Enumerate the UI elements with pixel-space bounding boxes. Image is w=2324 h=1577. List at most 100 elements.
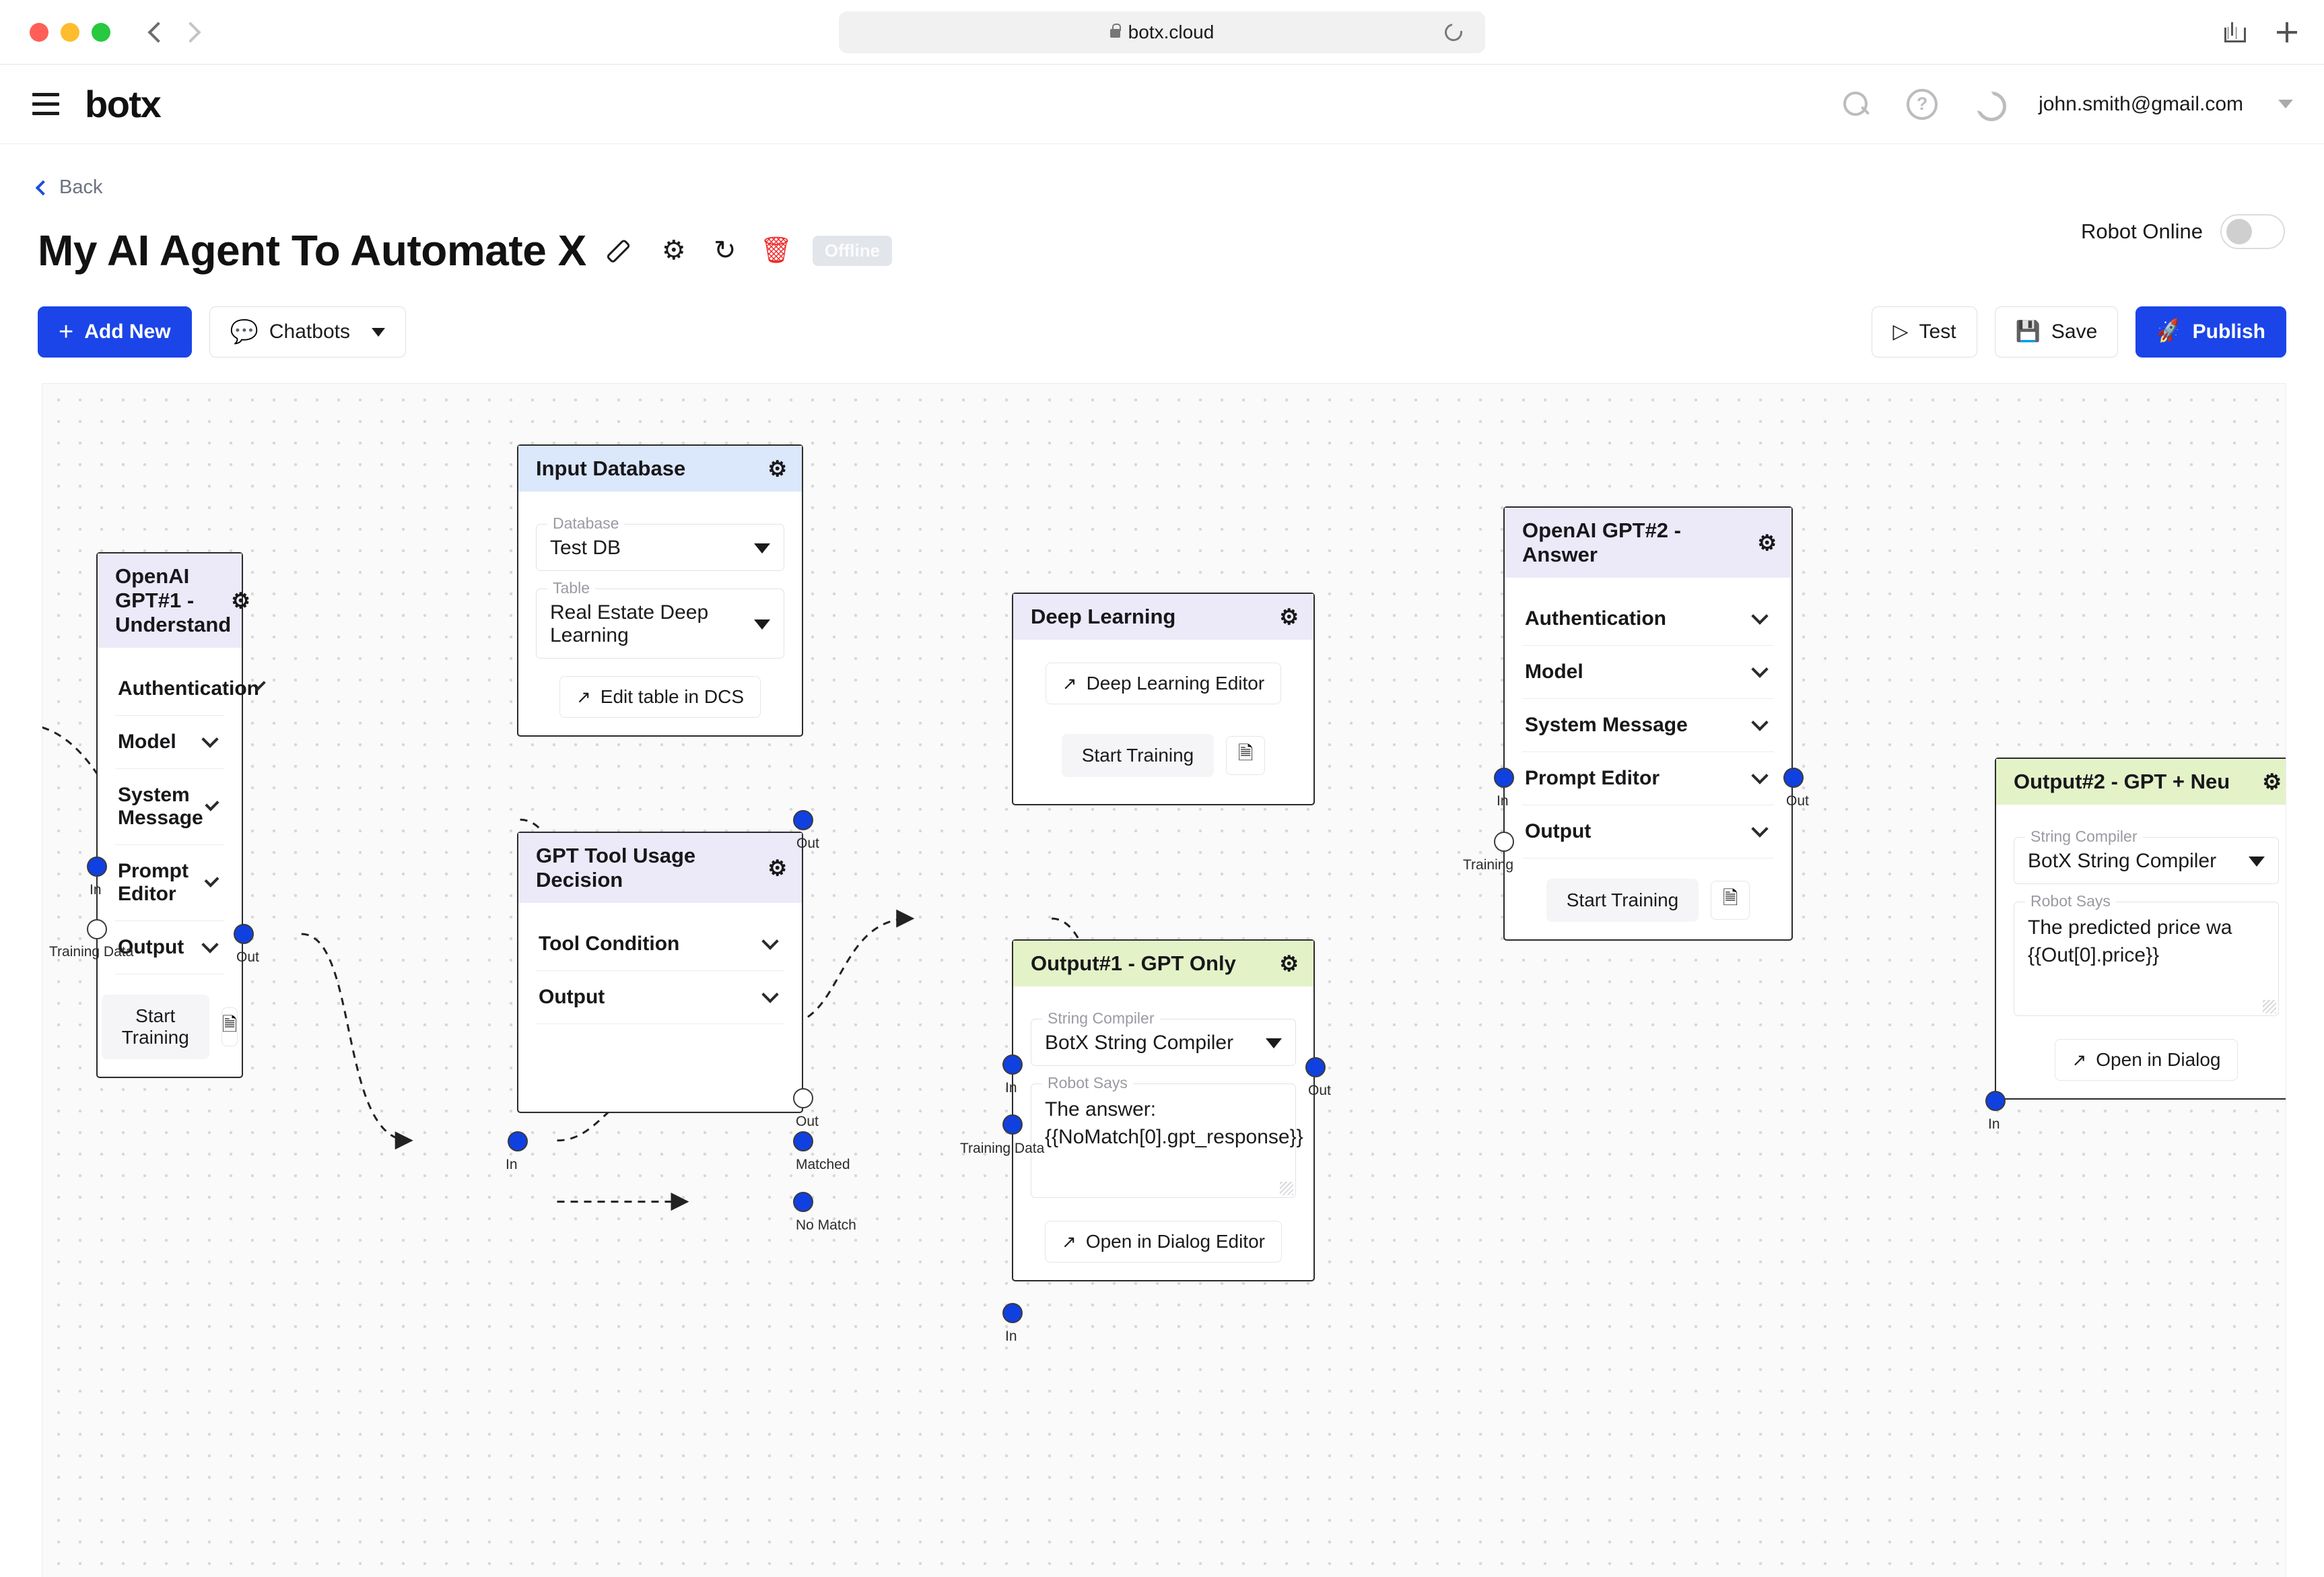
reload-icon[interactable] [1441,20,1466,44]
database-select[interactable]: Database Test DB [536,514,784,571]
search-icon[interactable] [1841,89,1872,120]
back-link[interactable]: Back [35,176,2286,199]
brand-logo[interactable]: botx [85,83,162,125]
output2-open-dialog-editor-button[interactable]: ↗ Open in Dialog [2055,1039,2238,1081]
url-text: botx.cloud [1128,21,1215,42]
gpt2-port-training[interactable] [1494,832,1514,852]
publish-button[interactable]: 🚀 Publish [2135,306,2286,358]
gpt2-section-output[interactable]: Output [1522,805,1774,859]
chatbots-dropdown[interactable]: 💬 Chatbots [209,306,406,358]
deep-learning-editor-button[interactable]: ↗ Deep Learning Editor [1045,663,1282,704]
gpt2-section-model[interactable]: Model [1522,646,1774,699]
gear-icon[interactable]: ⚙ [1757,531,1777,555]
table-select[interactable]: Table Real Estate Deep Learning [536,579,784,659]
gear-icon[interactable]: ⚙ [231,589,250,613]
back-label: Back [59,176,103,198]
gpt2-section-prompt-editor[interactable]: Prompt Editor [1522,752,1774,805]
gear-icon[interactable]: ⚙ [1279,951,1299,976]
document-icon[interactable]: 🗎 [221,1007,238,1046]
gpt1-start-training-button[interactable]: Start Training [101,995,209,1059]
gpt2-start-training-button[interactable]: Start Training [1546,879,1699,922]
tool-decision-section-output[interactable]: Output [536,971,784,1024]
gear-icon[interactable]: ⚙ [2262,770,2282,794]
browser-nav[interactable] [147,21,201,43]
gpt1-section-system-message[interactable]: System Message [115,769,224,845]
resize-handle[interactable] [2263,1000,2276,1013]
node-input-database[interactable]: Input Database ⚙ Database Test DB Table … [517,444,803,737]
tool-decision-port-in[interactable] [508,1131,528,1151]
user-email[interactable]: john.smith@gmail.com [2039,92,2243,115]
tool-decision-section-tool-condition[interactable]: Tool Condition [536,918,784,971]
node-deep-learning[interactable]: Deep Learning ⚙ ↗ Deep Learning Editor S… [1012,593,1315,805]
nav-forward-icon[interactable] [180,21,201,43]
minimize-window-button[interactable] [61,22,79,42]
gpt1-section-prompt-editor[interactable]: Prompt Editor [115,845,224,921]
moon-icon[interactable] [1971,87,2007,121]
gear-icon[interactable]: ⚙ [767,457,787,481]
output2-robot-says-textarea[interactable]: Robot Says The predicted price wa {{Out[… [2014,892,2279,1016]
output1-open-dialog-editor-button[interactable]: ↗ Open in Dialog Editor [1045,1221,1282,1263]
share-icon[interactable] [2224,22,2246,42]
address-bar[interactable]: botx.cloud [839,11,1485,53]
node-output2[interactable]: Output#2 - GPT + Neu ⚙ String Compiler B… [1995,758,2286,1100]
gpt1-port-training[interactable] [87,919,107,939]
gear-icon[interactable]: ⚙ [661,236,686,265]
chevron-down-icon [371,327,385,337]
plus-icon[interactable] [2277,22,2297,42]
add-new-button[interactable]: + Add New [38,306,192,358]
gpt1-section-model[interactable]: Model [115,716,224,769]
gpt1-port-in[interactable] [87,857,107,877]
gpt1-port-out[interactable] [234,924,254,944]
output1-robot-says-textarea[interactable]: Robot Says The answer: {{NoMatch[0].gpt_… [1031,1074,1303,1198]
gpt2-port-out[interactable] [1783,768,1804,788]
output2-string-compiler-select[interactable]: String Compiler BotX String Compiler [2014,828,2279,884]
input-database-port-out[interactable] [793,810,813,830]
trash-icon[interactable]: 🗑 [759,236,792,265]
section-label: Prompt Editor [1525,767,1660,789]
gpt1-section-output[interactable]: Output [115,921,224,974]
document-icon[interactable]: 🗎 [1711,881,1750,920]
resize-handle[interactable] [1280,1182,1293,1195]
hamburger-icon[interactable] [32,93,59,115]
chevron-down-icon [2249,856,2265,867]
node-tool-decision[interactable]: GPT Tool Usage Decision ⚙ Tool Condition… [517,832,803,1113]
output2-port-in[interactable] [1985,1091,2006,1111]
chevron-down-icon [1751,661,1769,678]
gpt2-section-authentication[interactable]: Authentication [1522,593,1774,646]
help-circle-icon[interactable]: ? [1907,88,1938,120]
document-icon[interactable]: 🗎 [1226,736,1266,775]
test-button[interactable]: ▷ Test [1872,306,1977,358]
node-gpt1[interactable]: OpenAI GPT#1 - Understand ⚙ Authenticati… [96,552,266,1078]
gear-icon[interactable]: ⚙ [1279,605,1299,629]
gpt1-port-in-label: In [90,882,102,898]
gpt2-section-system-message[interactable]: System Message [1522,699,1774,752]
tool-decision-port-matched[interactable] [793,1131,813,1151]
close-window-button[interactable] [30,22,48,42]
chevron-down-icon[interactable] [2278,100,2293,108]
deep-learning-port-in[interactable] [1002,1054,1023,1075]
refresh-icon[interactable]: ↻ [713,236,737,265]
gear-icon[interactable]: ⚙ [767,856,787,880]
pencil-icon[interactable] [608,236,638,265]
save-button[interactable]: 💾 Save [1994,306,2119,358]
maximize-window-button[interactable] [92,22,110,42]
string-compiler-value: BotX String Compiler [2028,850,2217,872]
robot-online-toggle[interactable] [2220,214,2285,249]
nav-back-icon[interactable] [147,21,169,43]
gpt1-section-authentication[interactable]: Authentication [115,663,266,716]
deep-learning-port-out[interactable] [1305,1057,1326,1077]
flow-canvas[interactable]: OpenAI GPT#1 - Understand ⚙ Authenticati… [42,383,2286,1577]
deep-learning-port-training[interactable] [1002,1114,1023,1135]
output1-string-compiler-select[interactable]: String Compiler BotX String Compiler [1031,1009,1296,1066]
window-controls[interactable] [30,22,110,42]
node-output1[interactable]: Output#1 - GPT Only ⚙ String Compiler Bo… [1012,939,1315,1281]
node-gpt2[interactable]: OpenAI GPT#2 - Answer ⚙ Authentication M… [1503,506,1793,941]
edit-table-in-dcs-button[interactable]: ↗ Edit table in DCS [559,676,761,718]
deep-learning-editor-label: Deep Learning Editor [1086,673,1265,694]
deep-learning-start-training-button[interactable]: Start Training [1061,734,1215,777]
tool-decision-port-out[interactable] [793,1088,813,1108]
gpt2-port-in[interactable] [1494,768,1514,788]
tool-decision-port-no-match[interactable] [793,1192,813,1212]
output1-port-in[interactable] [1002,1303,1023,1323]
robot-says-label: Robot Says [2025,892,2116,910]
